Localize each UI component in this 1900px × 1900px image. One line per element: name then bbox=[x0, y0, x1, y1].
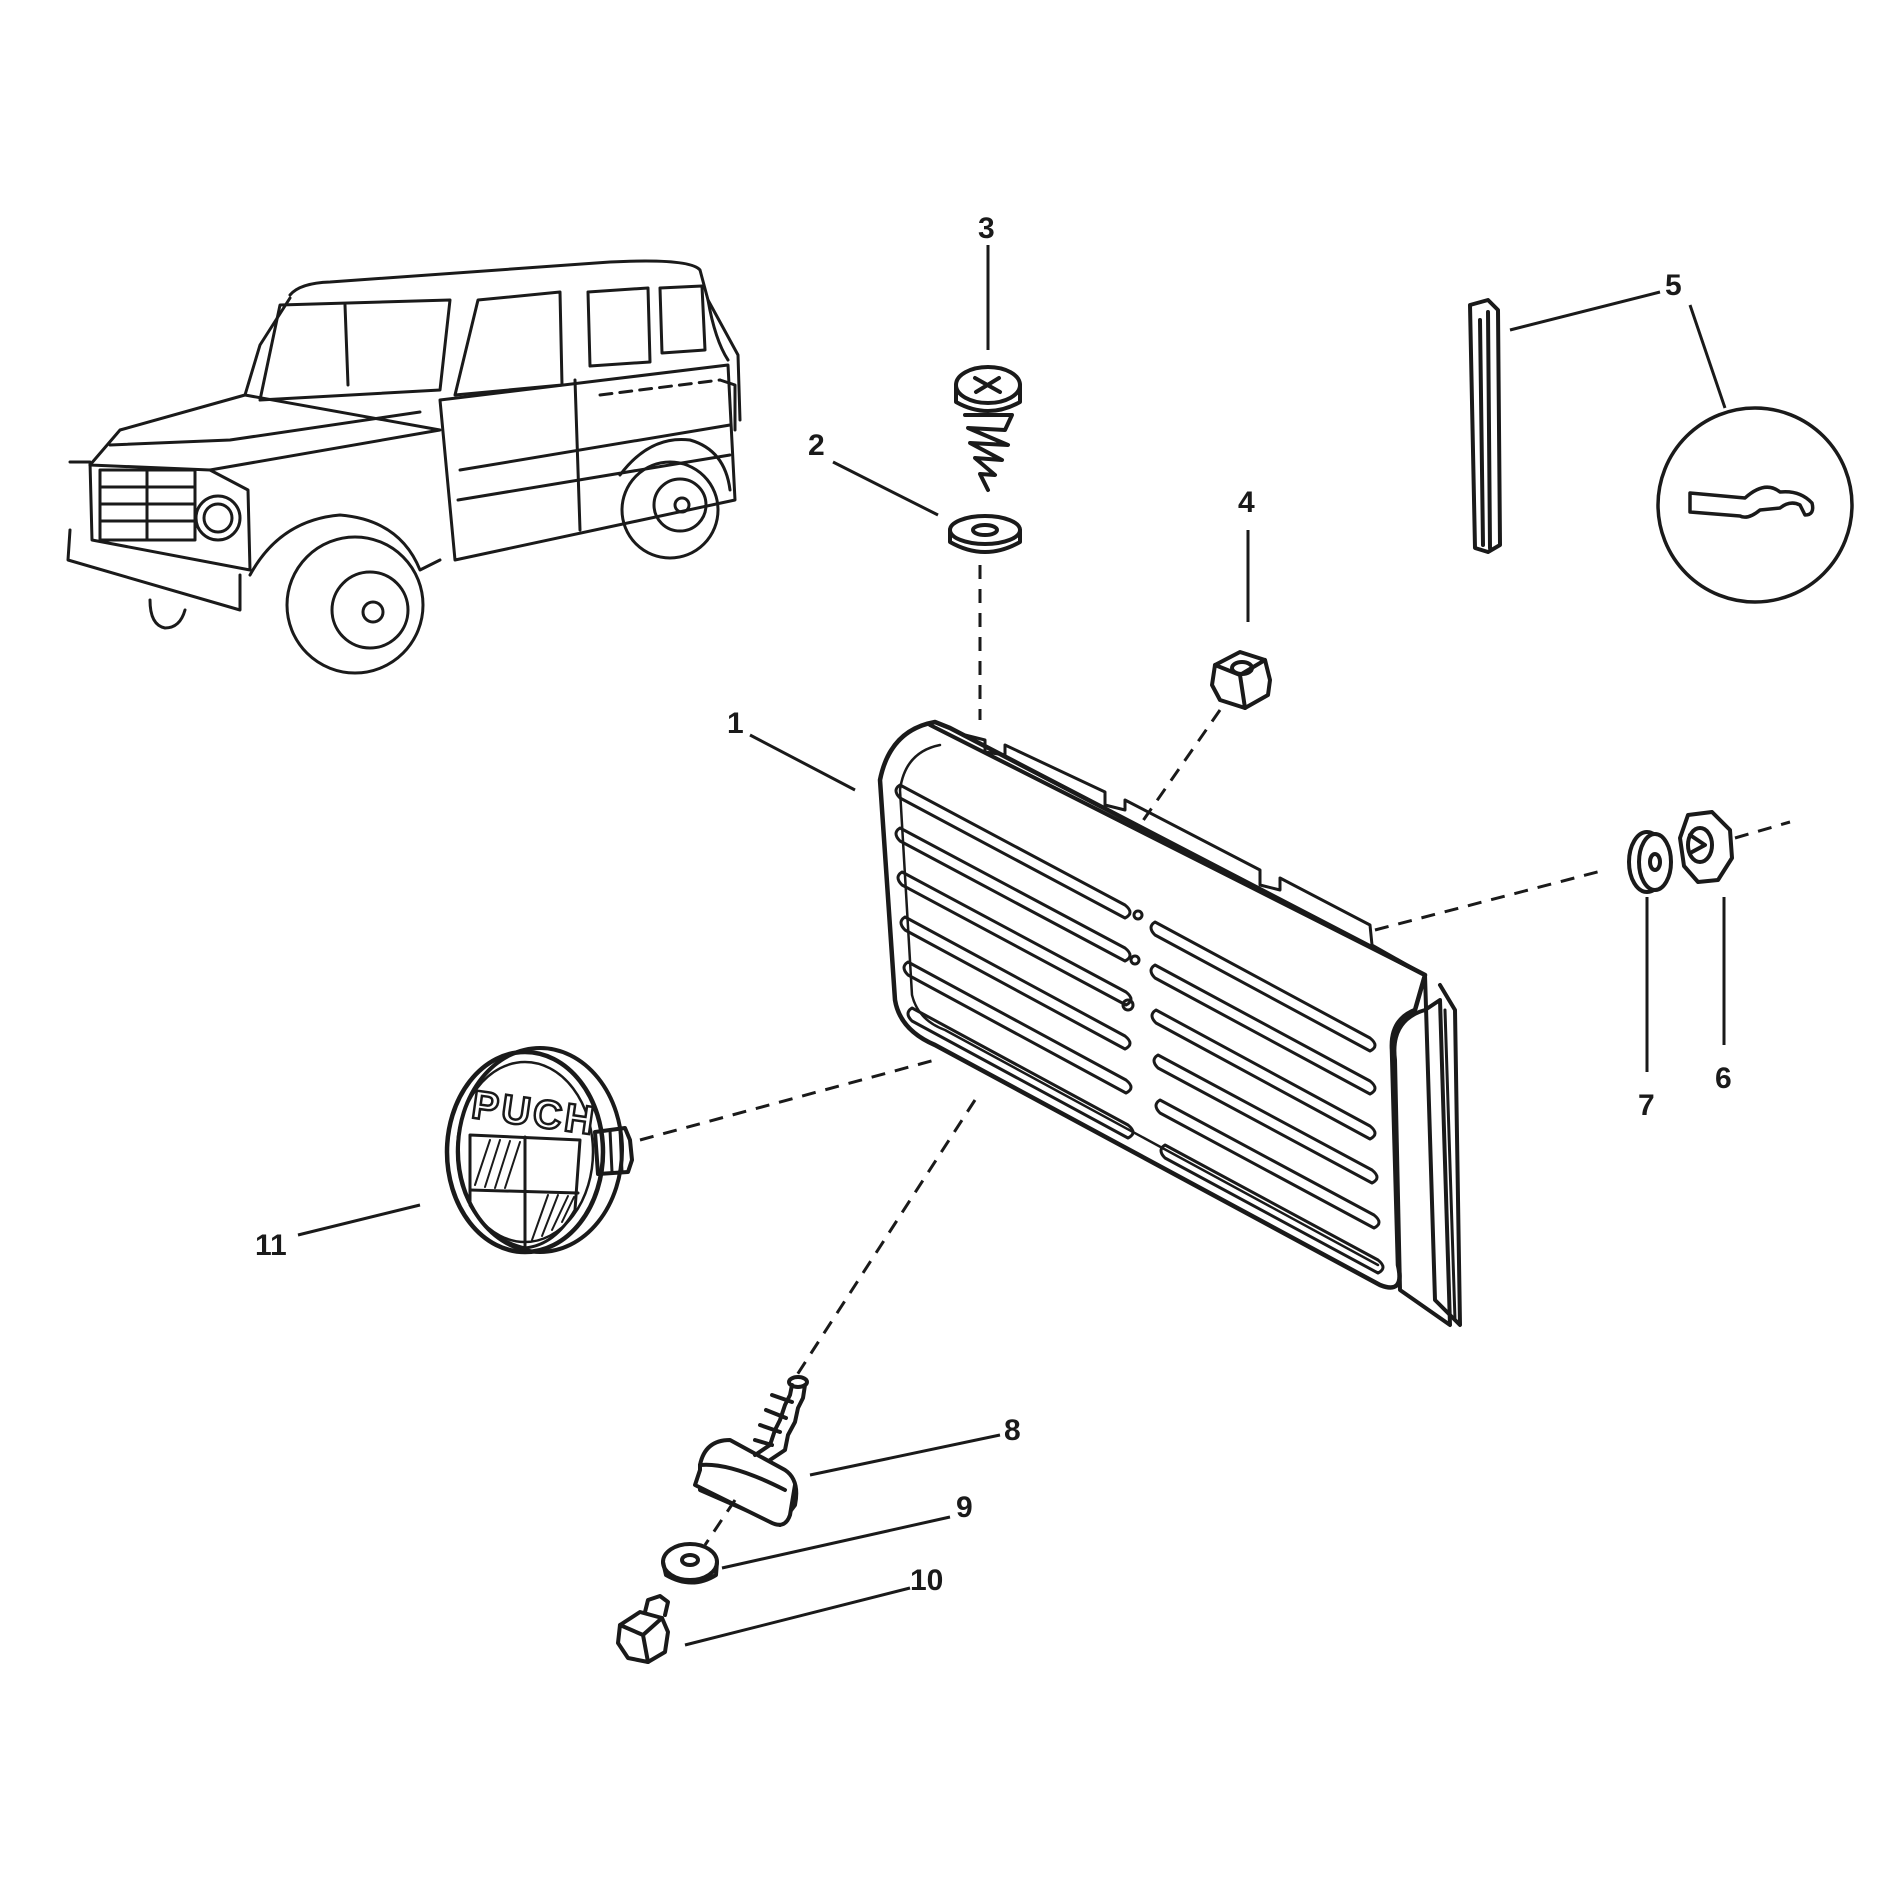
seal-profile-detail bbox=[1656, 406, 1854, 604]
washer-part-9 bbox=[661, 1542, 719, 1585]
washer-part-7 bbox=[1627, 830, 1673, 894]
callout-2: 2 bbox=[808, 429, 825, 462]
screw-part-3 bbox=[954, 365, 1022, 492]
callout-3: 3 bbox=[978, 212, 995, 245]
callout-8: 8 bbox=[1004, 1414, 1021, 1447]
callout-6: 6 bbox=[1715, 1062, 1732, 1095]
callout-11: 11 bbox=[255, 1229, 287, 1262]
callout-10: 10 bbox=[910, 1564, 943, 1597]
grille-part-1 bbox=[877, 719, 1462, 1327]
callout-numbers: 1 2 3 4 5 6 7 8 9 10 11 bbox=[255, 212, 1732, 1597]
washer-part-2 bbox=[948, 514, 1022, 554]
grille-slots-left bbox=[894, 783, 1135, 1140]
rubber-mount-part-8 bbox=[693, 1375, 809, 1527]
callout-1: 1 bbox=[727, 707, 744, 740]
seal-strip-part-5 bbox=[1468, 298, 1502, 554]
callout-7: 7 bbox=[1638, 1089, 1655, 1122]
leader-lines bbox=[297, 245, 1727, 1647]
assembly-lines bbox=[639, 565, 1791, 1546]
puch-badge-part-11: PUCH bbox=[444, 1046, 634, 1255]
nut-part-10 bbox=[616, 1594, 670, 1664]
callout-5: 5 bbox=[1665, 269, 1682, 302]
grille-slots-right bbox=[1149, 920, 1385, 1275]
nut-part-4 bbox=[1210, 650, 1272, 710]
nut-part-6 bbox=[1678, 810, 1734, 884]
callout-9: 9 bbox=[956, 1491, 973, 1524]
vehicle-illustration bbox=[66, 259, 742, 675]
callout-4: 4 bbox=[1238, 486, 1255, 519]
